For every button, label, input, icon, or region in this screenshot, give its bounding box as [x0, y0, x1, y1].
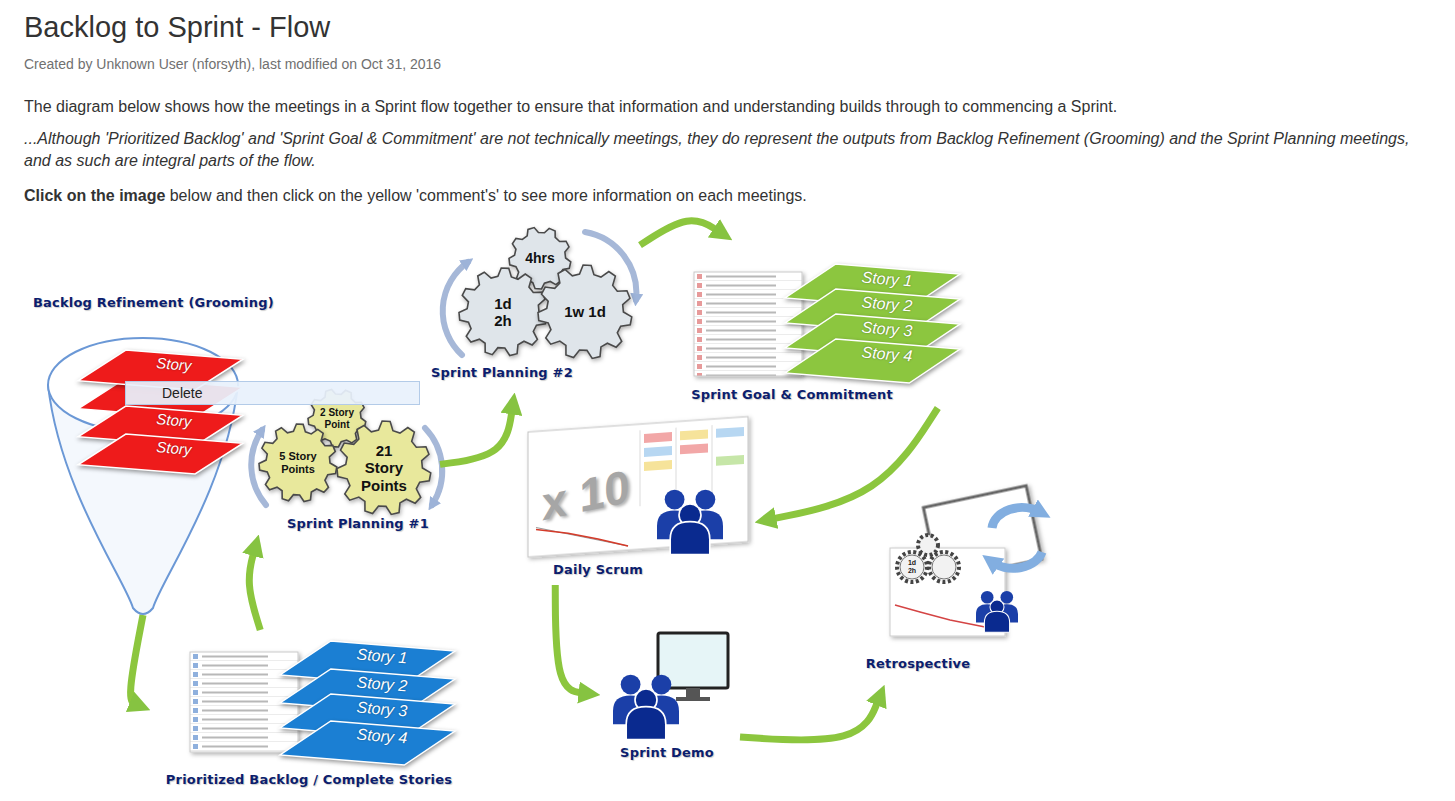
retrospective-picture	[932, 555, 956, 579]
estimate-gear: 21 Story Points	[336, 420, 432, 516]
gear-label: 2 Story Point	[315, 407, 359, 430]
story-card: Story 4	[785, 339, 960, 383]
instruction-line: Click on the image below and then click o…	[24, 185, 807, 207]
byline: Created by Unknown User (nforsyth), last…	[24, 55, 441, 73]
meeting-title: Sprint Demo	[620, 744, 714, 761]
meeting-group: Sprint Demo	[600, 625, 740, 765]
gear-shape	[259, 424, 337, 502]
instruction-lead: Click on the image	[24, 187, 165, 204]
retrospective-picture	[890, 486, 1042, 636]
demo-monitor	[613, 633, 728, 740]
card-shape	[280, 721, 455, 765]
note-paragraph: ...Although 'Prioritized Backlog' and 'S…	[24, 128, 1429, 172]
card-label: Story 1	[355, 644, 407, 667]
flow-arrow	[740, 699, 879, 740]
retrospective-picture	[976, 591, 1018, 632]
gear-label: 1w 1d	[550, 303, 620, 320]
rotation-arc	[443, 262, 468, 355]
flow-arrow	[770, 408, 938, 519]
gear-shape	[459, 268, 547, 355]
task-board	[716, 427, 744, 438]
task-board	[711, 425, 712, 501]
task-board	[644, 432, 672, 443]
card-label: Story	[155, 409, 191, 431]
demo-monitor	[676, 697, 710, 701]
demo-monitor	[613, 675, 679, 740]
task-board	[639, 430, 640, 506]
demo-monitor	[686, 688, 700, 697]
task-board	[644, 446, 672, 457]
meeting-title: Sprint Goal & Commitment	[691, 386, 893, 403]
task-board	[644, 460, 672, 471]
flow-arrow	[555, 585, 585, 693]
retrospective-picture	[895, 605, 990, 628]
task-board	[528, 417, 748, 557]
retrospective-picture	[900, 555, 924, 579]
card-label: Story 1	[860, 267, 912, 290]
retrospective-picture	[897, 552, 927, 582]
card-label: Story 2	[860, 292, 912, 315]
meeting-title: Backlog Refinement (Grooming)	[33, 294, 274, 311]
meeting-title: Prioritized Backlog / Complete Stories	[166, 771, 452, 788]
gear-label: 1d 2h	[487, 295, 519, 330]
card-shape	[78, 434, 243, 474]
flow-arrow	[640, 221, 719, 245]
card-label: Story 4	[860, 342, 912, 365]
context-menu-item: Delete	[125, 381, 420, 405]
retrospective-picture	[992, 552, 1042, 568]
gear-shape	[538, 265, 632, 358]
commitment-screenshot	[694, 272, 802, 376]
paragraph: The diagram below shows how the meetings…	[24, 96, 1434, 118]
meeting-group: Sprint Goal & CommitmentStory 1Story 2St…	[684, 240, 966, 408]
gear-label: 21 Story Points	[356, 442, 412, 494]
card-label: Story	[155, 353, 191, 375]
retrospective-picture	[992, 508, 1040, 528]
gear-label: 1d 2h	[906, 559, 918, 575]
flow-arrow	[440, 408, 512, 465]
card-label: Story	[155, 437, 191, 459]
gear-label: 5 Story Points	[272, 450, 324, 475]
flow-arrow	[249, 549, 260, 630]
funnel-shape: Backlog Refinement (Grooming)StoryStoryS…	[30, 290, 300, 615]
card-label: Story 3	[355, 697, 407, 720]
instruction-text: below and then click on the yellow 'comm…	[170, 187, 807, 204]
story-card: Story	[78, 434, 243, 474]
card-label: Story 4	[355, 724, 407, 747]
card-shape	[785, 339, 960, 383]
task-board	[528, 417, 748, 557]
estimate-gear: 1d 2h	[458, 267, 548, 357]
page-title: Backlog to Sprint - Flow	[24, 9, 330, 45]
rotation-arc	[425, 428, 442, 505]
task-board	[680, 443, 708, 454]
meeting-group: Prioritized Backlog / Complete Stories St…	[150, 630, 465, 790]
meeting-group: Daily Scrum	[520, 420, 755, 585]
multiplier-label: x 10	[536, 461, 634, 529]
meeting-group: Sprint Planning #2 4hrs 1d 2h 1w 1d	[420, 225, 640, 393]
estimate-gear: 5 Story Points	[258, 423, 338, 503]
retrospective-picture	[929, 552, 959, 582]
task-board	[680, 429, 708, 440]
retrospective-picture	[918, 535, 938, 555]
card-label: Story 3	[860, 317, 912, 340]
meeting-group: Retrospective	[855, 485, 1065, 685]
task-board	[528, 417, 748, 557]
estimate-gear: 1w 1d	[537, 264, 633, 360]
story-card: Story 4	[280, 721, 455, 765]
task-board	[716, 455, 744, 466]
menu-label: Delete	[162, 382, 202, 404]
commitment-screenshot	[694, 272, 802, 376]
gear-label: 4hrs	[515, 250, 565, 266]
meeting-title: Daily Scrum	[553, 561, 643, 578]
flow-arrow	[131, 615, 143, 704]
gear-shape	[337, 421, 431, 514]
meeting-title: Sprint Planning #1	[287, 515, 429, 532]
card-label: Story 2	[355, 672, 407, 695]
meeting-title: Retrospective	[866, 655, 971, 672]
task-board	[657, 490, 723, 555]
meeting-title: Sprint Planning #2	[431, 364, 573, 381]
